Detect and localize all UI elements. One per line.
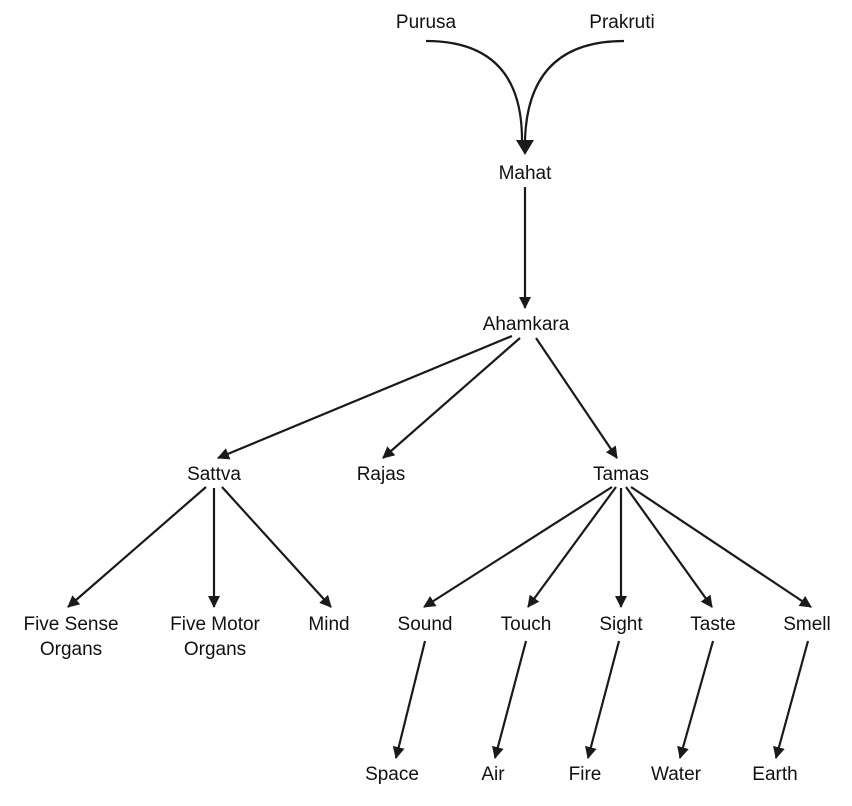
edge-smell-earth bbox=[773, 640, 810, 759]
merge-arrowhead bbox=[516, 140, 534, 155]
edge-tamas-taste bbox=[625, 486, 713, 608]
node-tamas: Tamas bbox=[593, 464, 649, 485]
node-air: Air bbox=[481, 764, 505, 785]
edge-sound-space bbox=[392, 640, 427, 759]
node-sight: Sight bbox=[599, 614, 643, 635]
edge-sattva-mind bbox=[221, 486, 332, 608]
node-five-sense-organs-line-1: Five Sense bbox=[23, 614, 118, 635]
edge-taste-water bbox=[677, 640, 715, 759]
edge-touch-air bbox=[492, 640, 528, 759]
edge-prakruti-mahat bbox=[523, 39, 625, 141]
edge-ahamkara-tamas bbox=[535, 337, 618, 459]
edge-ahamkara-sattva bbox=[217, 334, 513, 460]
nodes: Purusa Prakruti Mahat Ahamkara Sattva Ra… bbox=[23, 12, 830, 785]
node-space: Space bbox=[365, 764, 419, 785]
edge-tamas-smell bbox=[630, 486, 812, 608]
node-ahamkara: Ahamkara bbox=[483, 314, 570, 335]
edge-tamas-touch bbox=[527, 486, 617, 608]
edge-ahamkara-rajas bbox=[382, 337, 521, 459]
node-five-motor-organs-line-1: Five Motor bbox=[170, 614, 260, 635]
node-prakruti: Prakruti bbox=[589, 12, 654, 33]
node-sattva: Sattva bbox=[187, 464, 241, 485]
edges bbox=[67, 39, 812, 759]
edge-sattva-five-sense-organs bbox=[67, 486, 207, 608]
node-taste: Taste bbox=[690, 614, 735, 635]
node-five-sense-organs-line-2: Organs bbox=[40, 639, 102, 660]
node-sound: Sound bbox=[398, 614, 453, 635]
node-fire: Fire bbox=[569, 764, 602, 785]
edge-sight-fire bbox=[585, 640, 621, 759]
node-five-motor-organs-line-2: Organs bbox=[184, 639, 246, 660]
node-purusa: Purusa bbox=[396, 12, 457, 33]
node-smell: Smell bbox=[783, 614, 831, 635]
edge-purusa-mahat bbox=[425, 39, 524, 141]
node-water: Water bbox=[651, 764, 702, 785]
node-mind: Mind bbox=[308, 614, 349, 635]
node-earth: Earth bbox=[752, 764, 797, 785]
node-mahat: Mahat bbox=[499, 163, 553, 184]
node-rajas: Rajas bbox=[357, 464, 406, 485]
edge-tamas-sound bbox=[423, 486, 613, 608]
node-touch: Touch bbox=[501, 614, 552, 635]
